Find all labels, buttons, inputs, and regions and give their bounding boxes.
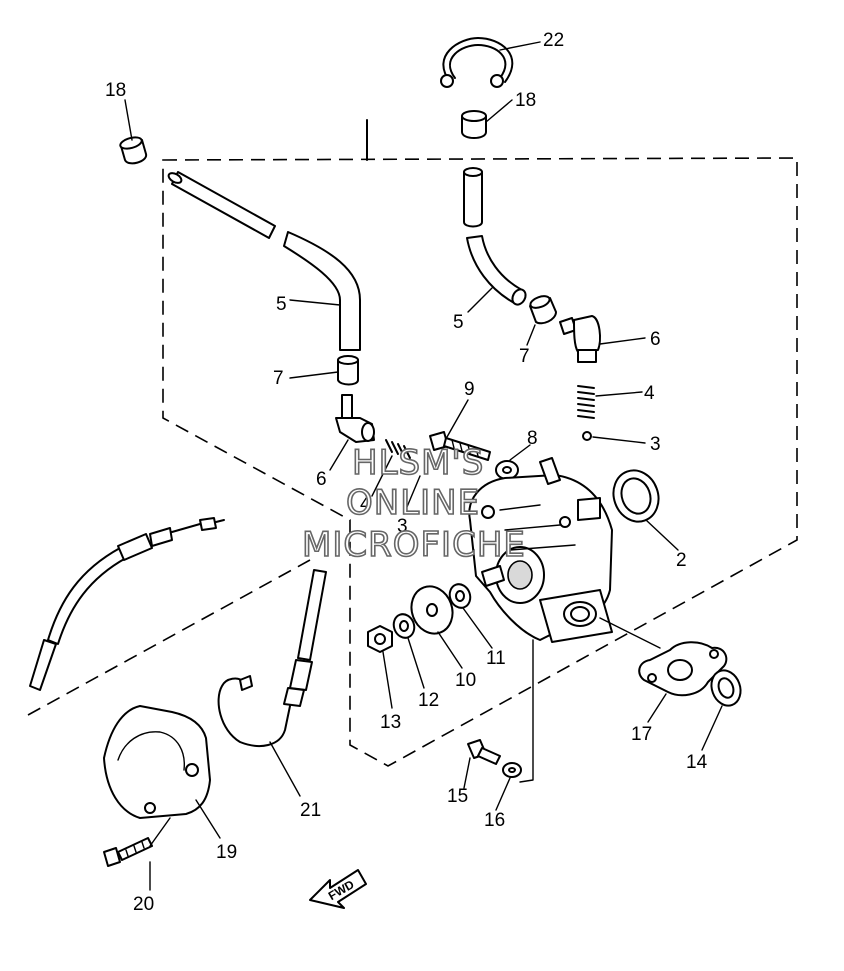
callout-16: 16: [484, 810, 505, 831]
callout-18-left: 18: [105, 80, 126, 101]
part-6-elbow-right: [559, 315, 646, 363]
callout-21: 21: [300, 800, 321, 821]
part-6-elbow-left: [329, 394, 375, 471]
part-4-spring-right: [577, 385, 643, 419]
callout-14: 14: [686, 752, 708, 773]
part-4-spring-left: [371, 439, 411, 497]
part-15-bolt: [463, 739, 501, 789]
callout-18-right: 18: [515, 90, 536, 111]
part-13-nut: [367, 625, 393, 709]
part-7-collar-left: [289, 355, 359, 386]
part-21-pump-cable: [217, 569, 327, 797]
part-5-hose-right: [463, 167, 527, 313]
part-14-o-ring: [701, 669, 742, 751]
part-7-collar-right: [526, 295, 557, 346]
callout-5-left: 5: [276, 294, 287, 315]
callout-9: 9: [464, 379, 475, 400]
part-19-pump-cover: [103, 705, 221, 839]
callout-8: 8: [527, 428, 538, 449]
part-18-cap-right: [461, 99, 513, 139]
part-22-clip: [440, 37, 541, 88]
oil-pump-body: [468, 457, 613, 643]
throttle-cable: [29, 517, 225, 691]
callout-10: 10: [455, 670, 476, 691]
watermark-line-1: HLSM'S: [352, 443, 484, 483]
part-11-washer: [448, 583, 493, 649]
part-3-ball-left: [403, 475, 421, 515]
callout-11: 11: [486, 648, 506, 669]
callout-7-right: 7: [519, 346, 530, 367]
forward-direction-arrow: FWD: [309, 869, 367, 909]
watermark-line-2: ONLINE: [346, 483, 480, 523]
callout-6-left: 6: [316, 469, 327, 490]
callout-6-right: 6: [650, 329, 661, 350]
part-17-gasket: [638, 641, 728, 723]
part-5-hose-left: [167, 171, 361, 351]
part-9-bolt: [429, 399, 491, 461]
callout-17: 17: [631, 724, 652, 745]
callout-13: 13: [380, 712, 401, 733]
part-8-washer: [495, 444, 531, 480]
leader-pump-gasket: [599, 617, 661, 649]
callout-22: 22: [543, 30, 564, 51]
part-10-plate: [410, 585, 463, 669]
part-16-washer: [495, 762, 522, 811]
part-20-bolt: [103, 817, 171, 891]
callout-3-left: 3: [397, 516, 408, 537]
assembly-boundary: [162, 157, 798, 767]
part-18-cap-left: [119, 99, 148, 165]
callout-3-right: 3: [650, 434, 661, 455]
part-3-ball-right: [582, 431, 646, 444]
callout-4-right: 4: [644, 383, 655, 404]
callout-19: 19: [216, 842, 237, 863]
callout-2: 2: [676, 550, 687, 571]
cable-boundary: [27, 559, 311, 716]
callout-12: 12: [418, 690, 439, 711]
callout-20: 20: [133, 894, 154, 915]
callout-7-left: 7: [273, 368, 284, 389]
part-2-oil-seal: [612, 469, 679, 551]
callout-15: 15: [447, 786, 468, 807]
part-12-washer: [392, 613, 425, 689]
watermark-line-3: MICROFICHE: [302, 525, 526, 565]
callout-4-left: 4: [360, 494, 371, 515]
leader-pump-bolt: [519, 639, 534, 783]
callout-5-right: 5: [453, 312, 464, 333]
